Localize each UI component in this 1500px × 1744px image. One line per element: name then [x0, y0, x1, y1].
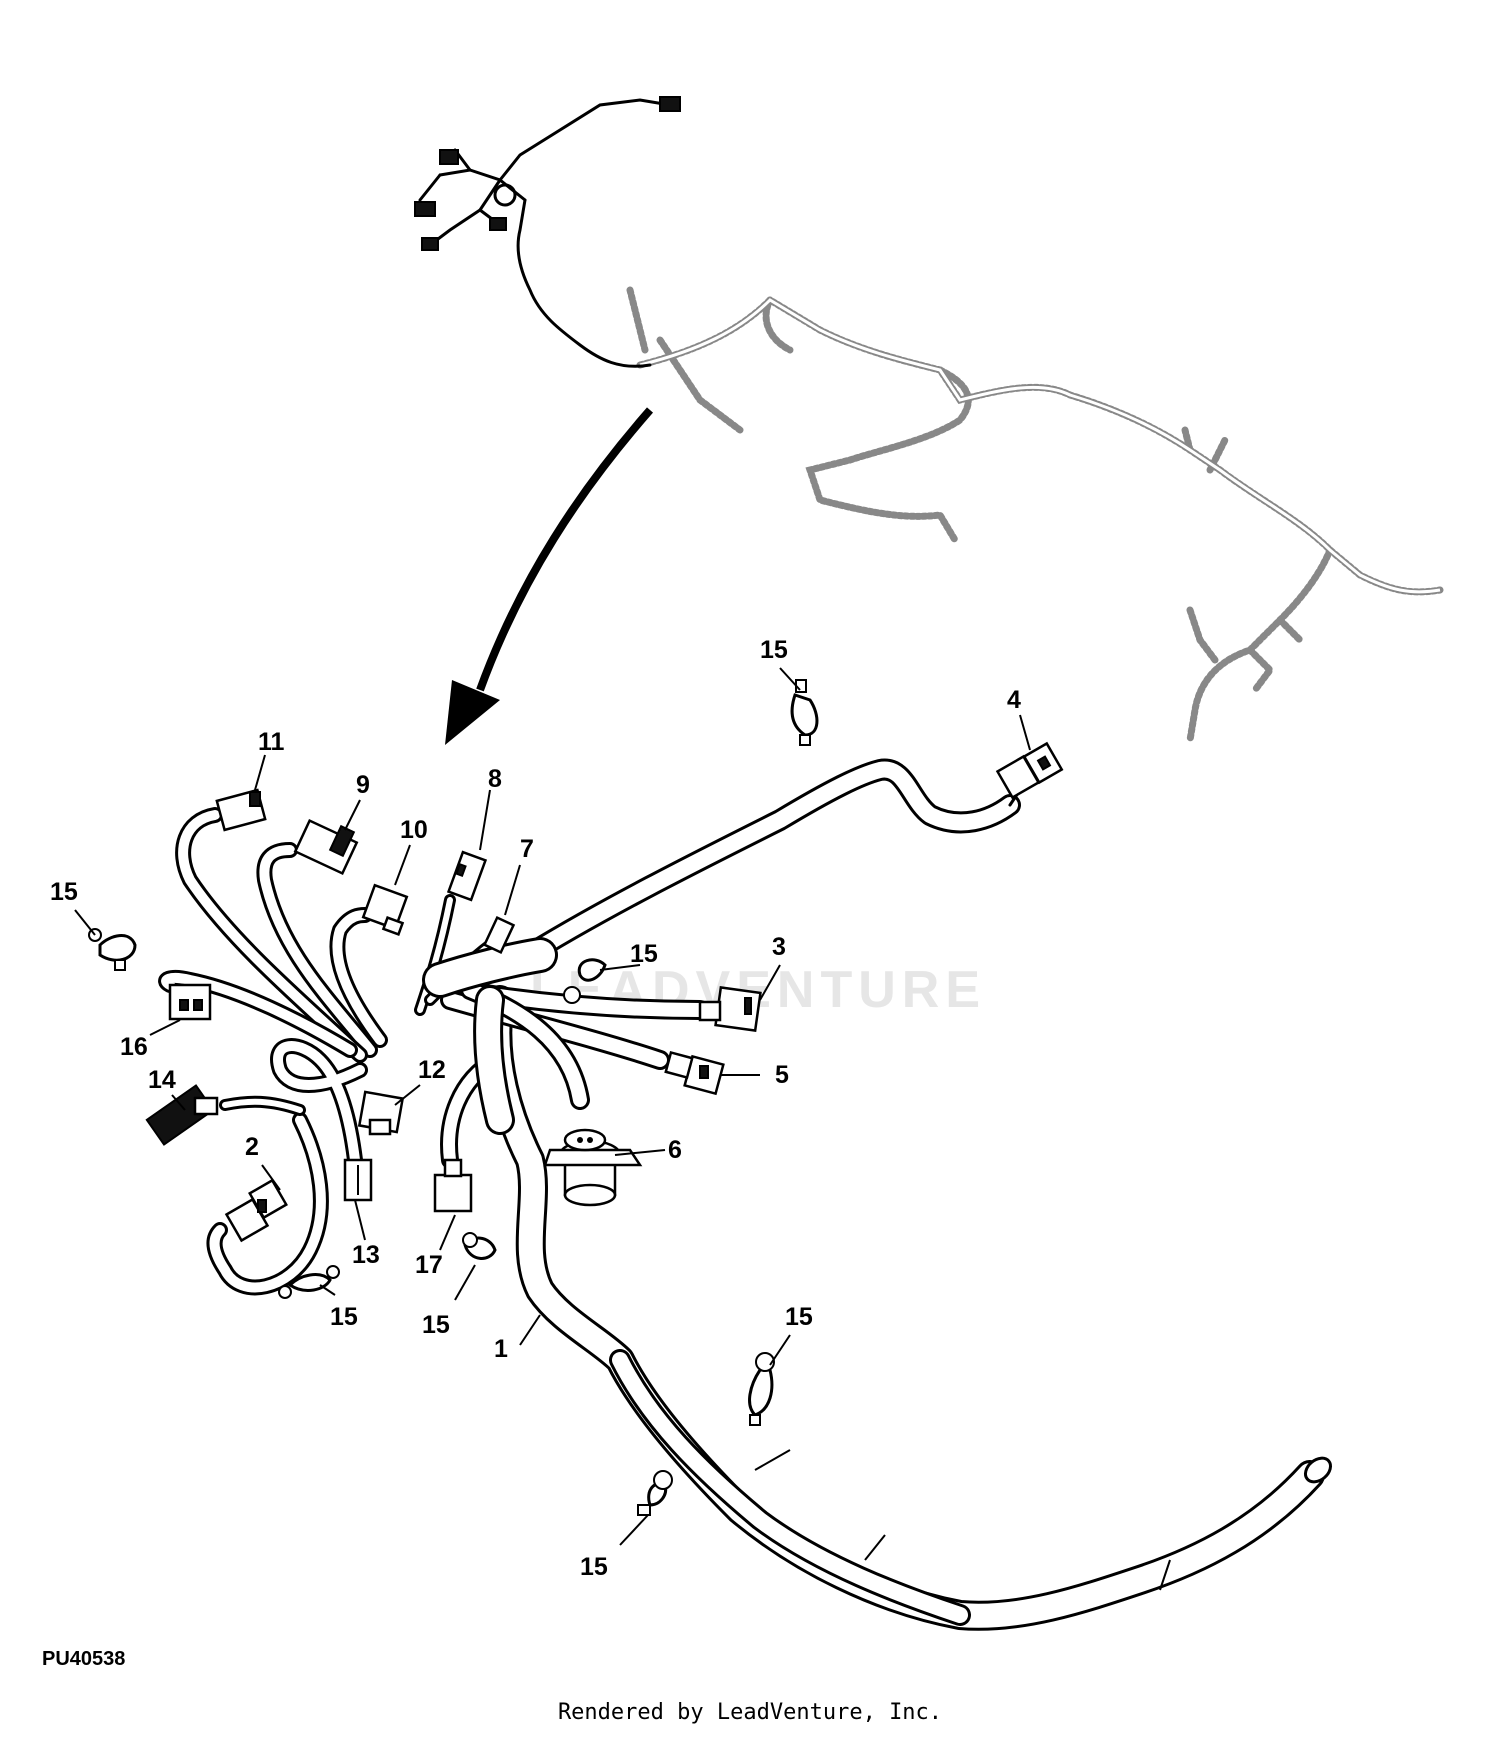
connector-10-icon [361, 883, 409, 936]
callout-2: 2 [245, 1133, 259, 1161]
overview-connector-icon [414, 201, 436, 217]
figure-code: PU40538 [42, 1648, 126, 1670]
cable-tie-icon [278, 1265, 340, 1299]
connector-13-icon [343, 1158, 373, 1202]
callout-8: 8 [488, 765, 502, 793]
connector-12-icon [357, 1090, 405, 1136]
harness-branches [158, 758, 1022, 1296]
connector-8-icon [446, 850, 488, 902]
cable-tie-icon [790, 679, 819, 746]
callout-15: 15 [785, 1303, 813, 1331]
connector-11-icon [215, 788, 267, 832]
callout-9: 9 [356, 771, 370, 799]
callout-6: 6 [668, 1136, 682, 1164]
callout-15: 15 [760, 636, 788, 664]
overview-connector-icon [659, 96, 681, 112]
callout-11: 11 [258, 728, 285, 756]
overview-connector-icon [439, 149, 459, 165]
main-trunk-harness [482, 985, 1333, 1631]
callout-3: 3 [772, 933, 786, 961]
connector-7-icon [482, 915, 516, 955]
cable-tie-icon [462, 1232, 497, 1260]
main-harness [88, 679, 1333, 1631]
callout-leaders [74, 667, 1031, 1546]
connector-16-icon [168, 983, 212, 1021]
callout-12: 12 [418, 1056, 446, 1084]
connector-4-icon [995, 741, 1064, 800]
overview-connector-icon [489, 217, 507, 231]
callout-15: 15 [50, 878, 78, 906]
cable-tie-icon [563, 958, 607, 1004]
callout-7: 7 [520, 835, 534, 863]
callout-14: 14 [148, 1066, 176, 1094]
callout-16: 16 [120, 1033, 148, 1061]
callout-15: 15 [422, 1311, 450, 1339]
overview-harness [414, 96, 1444, 745]
callout-15: 15 [630, 940, 658, 968]
curved-arrow-icon [445, 407, 654, 745]
callout-10: 10 [400, 816, 428, 844]
connector-5-icon [664, 1050, 725, 1096]
overview-connector-icon [421, 237, 439, 251]
connector-6-round-plug-icon [543, 1128, 643, 1207]
ghost-harness [626, 286, 1444, 744]
connector-17-icon [433, 1158, 473, 1213]
connector-3-icon [698, 985, 762, 1033]
connectors [145, 741, 1064, 1243]
cable-ties [88, 679, 819, 1516]
connector-9-icon [293, 818, 359, 876]
callout-4: 4 [1007, 686, 1021, 714]
cable-tie-icon [748, 1352, 775, 1426]
callout-13: 13 [352, 1241, 380, 1269]
connector-14-icon [145, 1084, 219, 1146]
callout-17: 17 [415, 1251, 443, 1279]
callout-labels: 1 2 3 4 5 6 7 8 9 10 11 12 13 14 15 15 1… [50, 636, 1021, 1581]
callout-5: 5 [775, 1061, 789, 1089]
callout-15: 15 [330, 1303, 358, 1331]
cable-tie-icon [88, 928, 137, 971]
cable-tie-icon [637, 1470, 673, 1516]
connector-2-icon [224, 1178, 288, 1243]
footer-credit: Rendered by LeadVenture, Inc. [557, 1700, 943, 1725]
callout-1: 1 [494, 1335, 508, 1363]
solid-upper-harness [414, 96, 681, 368]
callout-15: 15 [580, 1553, 608, 1581]
